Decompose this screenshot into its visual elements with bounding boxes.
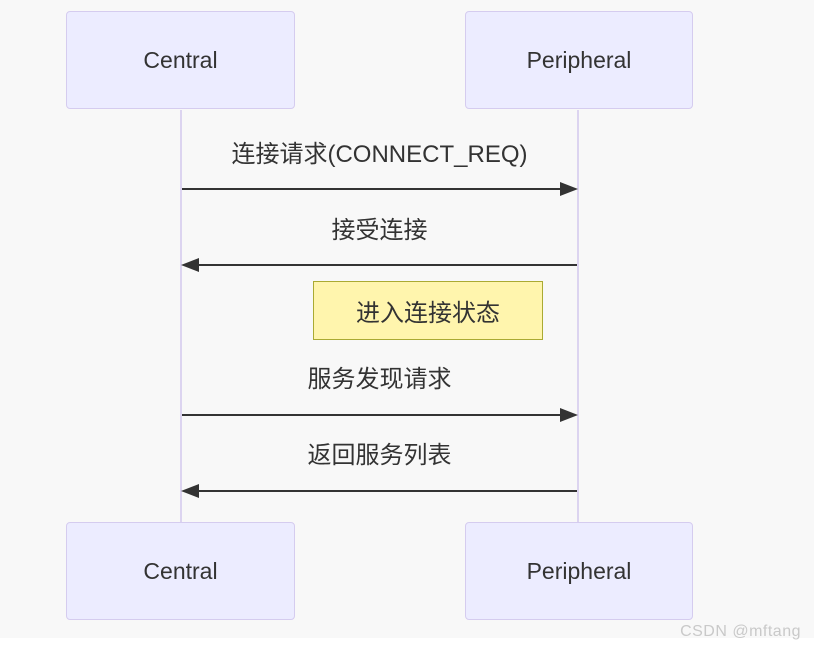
message-label: 连接请求(CONNECT_REQ) — [231, 141, 528, 168]
note-box: 进入连接状态 — [313, 281, 543, 340]
message-label: 服务发现请求 — [307, 366, 452, 393]
note-label: 进入连接状态 — [356, 300, 500, 327]
lifeline-peripheral — [577, 110, 579, 522]
watermark: CSDN @mftang — [680, 623, 801, 640]
actor-label: Central — [143, 46, 218, 73]
arrow-line — [197, 264, 577, 266]
arrow-line — [182, 188, 562, 190]
actor-box-peripheral-bottom: Peripheral — [465, 522, 693, 620]
page-bottom-strip — [0, 638, 814, 646]
lifeline-central — [180, 110, 182, 522]
message-arrow-left — [181, 257, 578, 273]
message-arrow-right — [181, 181, 578, 197]
arrowhead-left-icon — [181, 258, 199, 272]
arrow-line — [182, 414, 562, 416]
arrowhead-right-icon — [560, 408, 578, 422]
actor-box-central-top: Central — [66, 11, 295, 109]
arrow-line — [197, 490, 577, 492]
message-label: 返回服务列表 — [307, 442, 452, 469]
message-label: 接受连接 — [331, 217, 428, 244]
actor-box-central-bottom: Central — [66, 522, 295, 620]
actor-box-peripheral-top: Peripheral — [465, 11, 693, 109]
arrowhead-left-icon — [181, 484, 199, 498]
actor-label: Peripheral — [526, 557, 632, 584]
actor-label: Central — [143, 557, 218, 584]
message-arrow-left — [181, 483, 578, 499]
message-arrow-right — [181, 407, 578, 423]
arrowhead-right-icon — [560, 182, 578, 196]
actor-label: Peripheral — [526, 46, 632, 73]
